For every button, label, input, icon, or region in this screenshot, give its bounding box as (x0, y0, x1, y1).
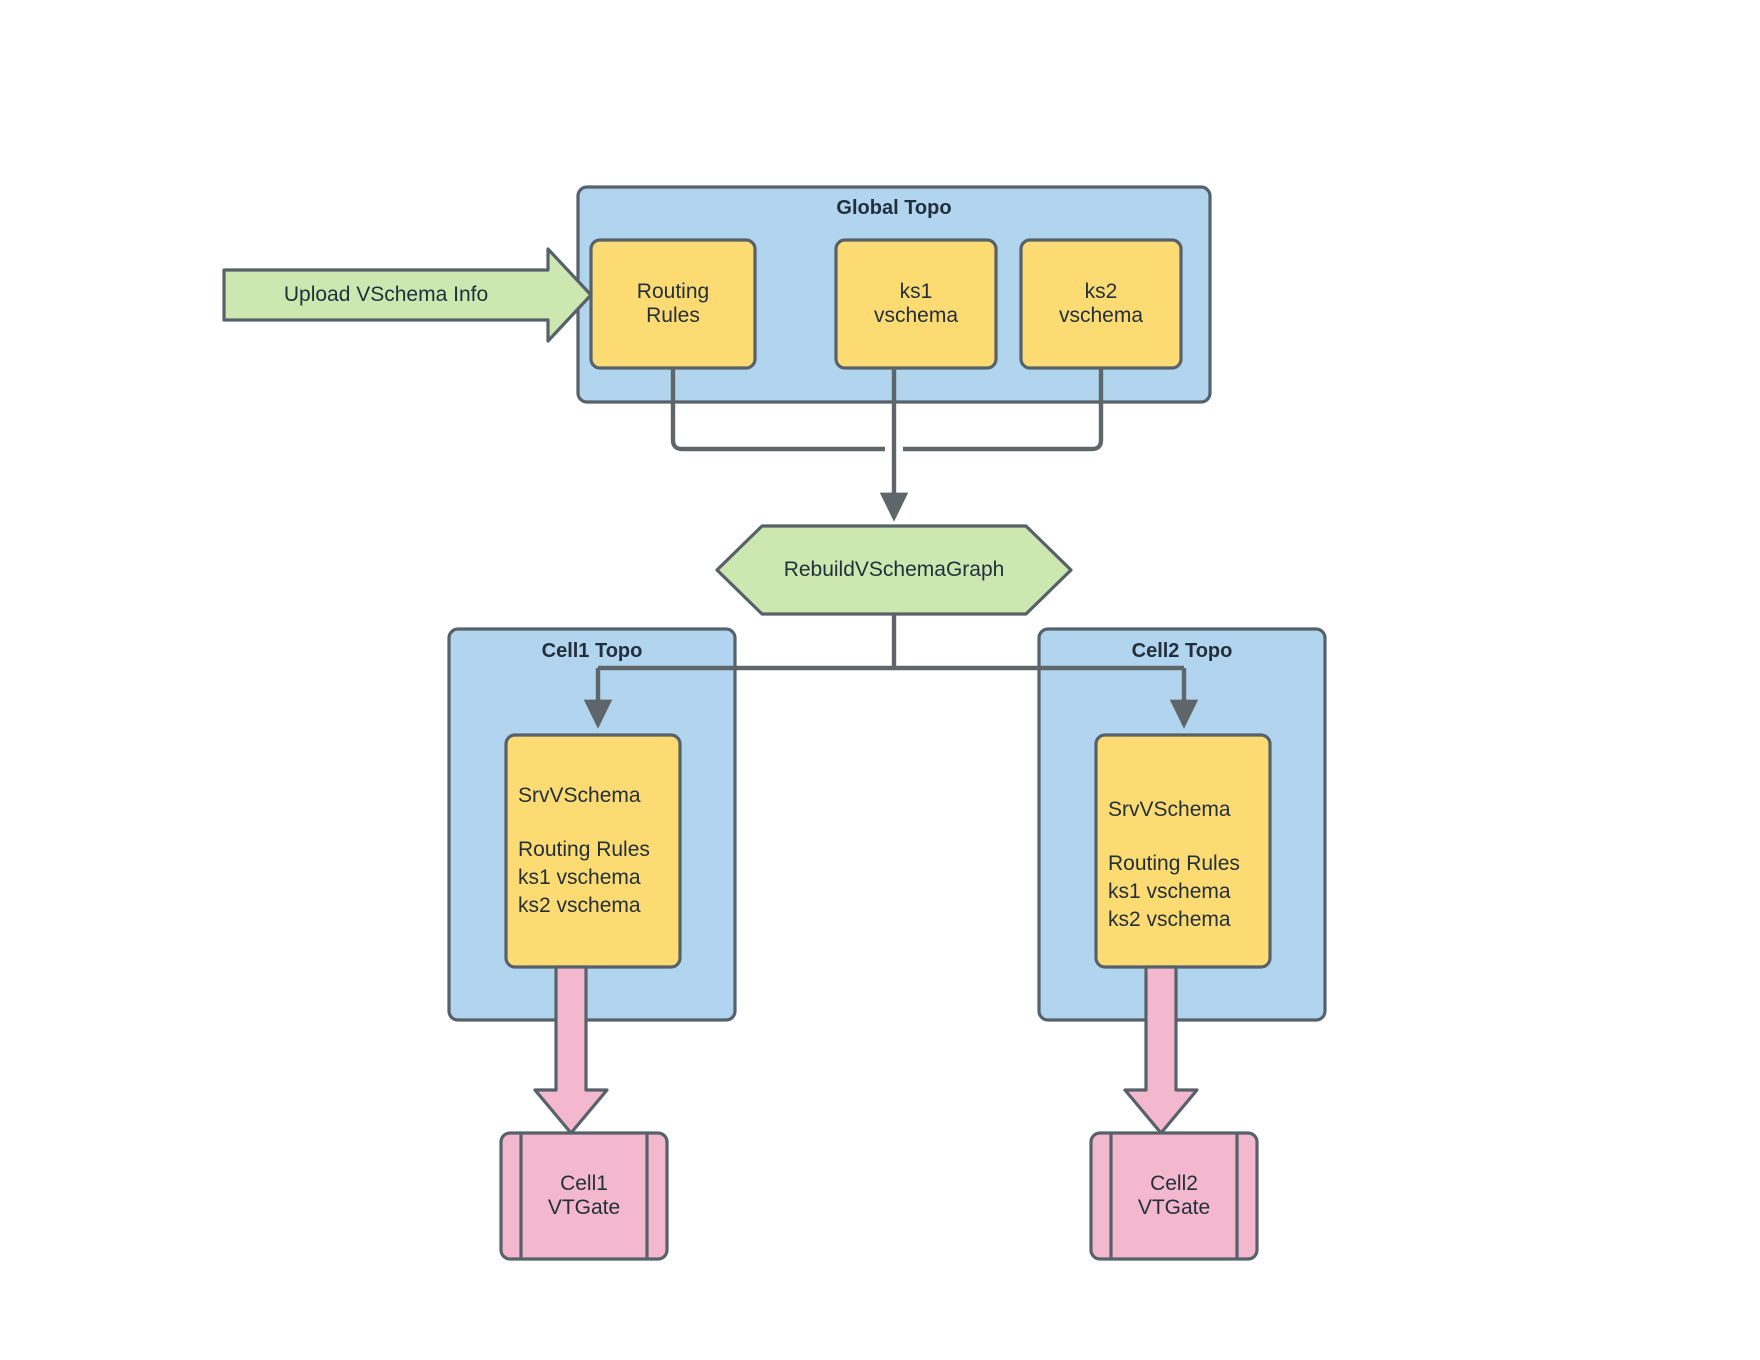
routing-rules-label: Routing Rules (636, 280, 710, 327)
rebuild-vschema-graph-label: RebuildVSchemaGraph (783, 558, 1005, 581)
cell1-srvvschema-item-1: ks1 vschema (518, 865, 641, 889)
connector-ks2-to-rebuild (903, 368, 1104, 452)
cell2-vtgate-label: Cell2 VTGate (1137, 1172, 1211, 1219)
cell1-vtgate-label: Cell1 VTGate (547, 1172, 621, 1219)
upload-vschema-arrow-label: Upload VSchema Info (283, 283, 489, 306)
cell1-vtgate-shape[interactable] (499, 1131, 669, 1261)
cell1-srvvschema-spacer (518, 810, 680, 836)
cell1-srvvschema-box[interactable] (504, 733, 682, 969)
cell2-vtgate-shape[interactable] (1089, 1131, 1259, 1261)
cell2-srvvschema-item-2: ks2 vschema (1108, 907, 1231, 931)
cell1-srvvschema-to-vtgate-arrow (533, 965, 609, 1135)
cell1-srvvschema-item-0: Routing Rules (518, 837, 650, 861)
cell2-srvvschema-item-1: ks1 vschema (1108, 879, 1231, 903)
cell2-srvvschema-heading: SrvVSchema (1108, 798, 1231, 822)
upload-vschema-arrow-shape[interactable] (222, 247, 593, 343)
ks1-vschema-label: ks1 vschema (873, 280, 959, 327)
cell2-srvvschema-content: SrvVSchema Routing Rules ks1 vschema ks2… (1096, 749, 1270, 981)
cell2-srvvschema-to-vtgate-arrow (1123, 965, 1199, 1135)
cell1-srvvschema-content: SrvVSchema Routing Rules ks1 vschema ks2… (506, 735, 680, 967)
connector-routing-rules-to-rebuild (670, 368, 885, 452)
cell2-srvvschema-box[interactable] (1094, 733, 1272, 969)
ks1-vschema-box[interactable] (834, 238, 998, 370)
cell2-srvvschema-spacer (1108, 824, 1270, 850)
rebuild-vschema-graph-hexagon[interactable] (715, 524, 1073, 616)
cell1-srvvschema-heading: SrvVSchema (518, 784, 641, 808)
cell2-srvvschema-item-0: Routing Rules (1108, 851, 1240, 875)
cell1-srvvschema-item-2: ks2 vschema (518, 893, 641, 917)
ks2-vschema-label: ks2 vschema (1058, 280, 1144, 327)
